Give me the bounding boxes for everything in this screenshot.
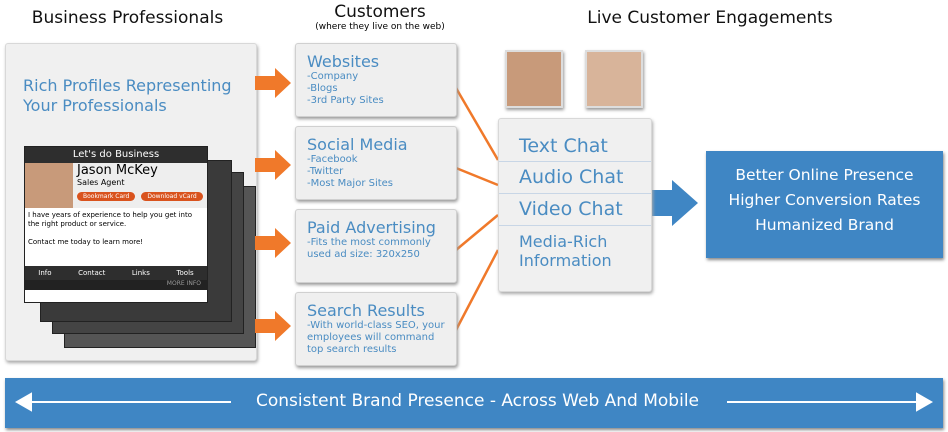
engagement-media-rich: Media-Rich Information xyxy=(519,232,612,270)
header-business-professionals: Business Professionals xyxy=(31,8,224,28)
agent-avatar-female xyxy=(585,50,643,108)
line-social xyxy=(455,166,499,187)
line-search xyxy=(454,249,500,331)
tab-tools[interactable]: Tools xyxy=(176,269,194,277)
arrow-to-results xyxy=(650,180,698,226)
card-header: Let's do Business xyxy=(25,147,207,163)
arrow-to-ads xyxy=(255,228,291,258)
customer-websites: Websites-Company -Blogs -3rd Party Sites xyxy=(295,43,457,117)
arrow-to-social xyxy=(255,150,291,180)
engagement-video-chat: Video Chat xyxy=(499,194,651,226)
engagement-text-chat: Text Chat xyxy=(499,119,651,162)
more-info-link[interactable]: MORE INFO xyxy=(25,280,207,290)
bookmark-card-button[interactable]: Bookmark Card xyxy=(77,192,136,201)
customer-paid-advertising: Paid Advertising-Fits the most commonly … xyxy=(295,209,457,283)
download-vcard-button[interactable]: Download vCard xyxy=(141,192,203,201)
line-websites xyxy=(454,87,500,161)
tab-info[interactable]: Info xyxy=(38,269,52,277)
result-online-presence: Better Online Presence xyxy=(735,166,914,184)
card-bio: I have years of experience to help you g… xyxy=(28,211,192,228)
result-humanized-brand: Humanized Brand xyxy=(755,216,894,234)
double-arrow-icon xyxy=(14,392,934,412)
card-name: Jason McKey xyxy=(77,163,158,178)
engagements-panel: Text Chat Audio Chat Video Chat Media-Ri… xyxy=(498,118,652,292)
card-cta: Contact me today to learn more! xyxy=(28,238,144,246)
header-customers: Customers xyxy=(334,2,426,22)
header-live-engagements: Live Customer Engagements xyxy=(587,8,833,28)
customer-social-media: Social Media-Facebook -Twitter -Most Maj… xyxy=(295,126,457,200)
arrow-to-search xyxy=(255,311,291,341)
arrow-to-websites xyxy=(255,68,291,98)
profiles-title: Rich Profiles Representing Your Professi… xyxy=(23,76,232,115)
engagement-audio-chat: Audio Chat xyxy=(499,162,651,194)
results-box: Better Online Presence Higher Conversion… xyxy=(706,151,943,258)
result-conversion: Higher Conversion Rates xyxy=(728,191,921,209)
profiles-panel: Rich Profiles Representing Your Professi… xyxy=(5,43,257,361)
header-customers-sub: (where they live on the web) xyxy=(315,22,445,32)
profile-card[interactable]: Let's do Business Jason McKey Sales Agen… xyxy=(24,146,208,303)
card-role: Sales Agent xyxy=(77,178,125,187)
line-ads xyxy=(455,214,499,251)
brand-banner: Consistent Brand Presence - Across Web A… xyxy=(5,378,943,428)
agent-avatar-male xyxy=(505,50,563,108)
customer-search-results: Search Results-With world-class SEO, you… xyxy=(295,292,457,366)
banner-text: Consistent Brand Presence - Across Web A… xyxy=(256,391,699,411)
tab-contact[interactable]: Contact xyxy=(78,269,106,277)
tab-links[interactable]: Links xyxy=(131,269,150,277)
avatar xyxy=(25,163,73,208)
